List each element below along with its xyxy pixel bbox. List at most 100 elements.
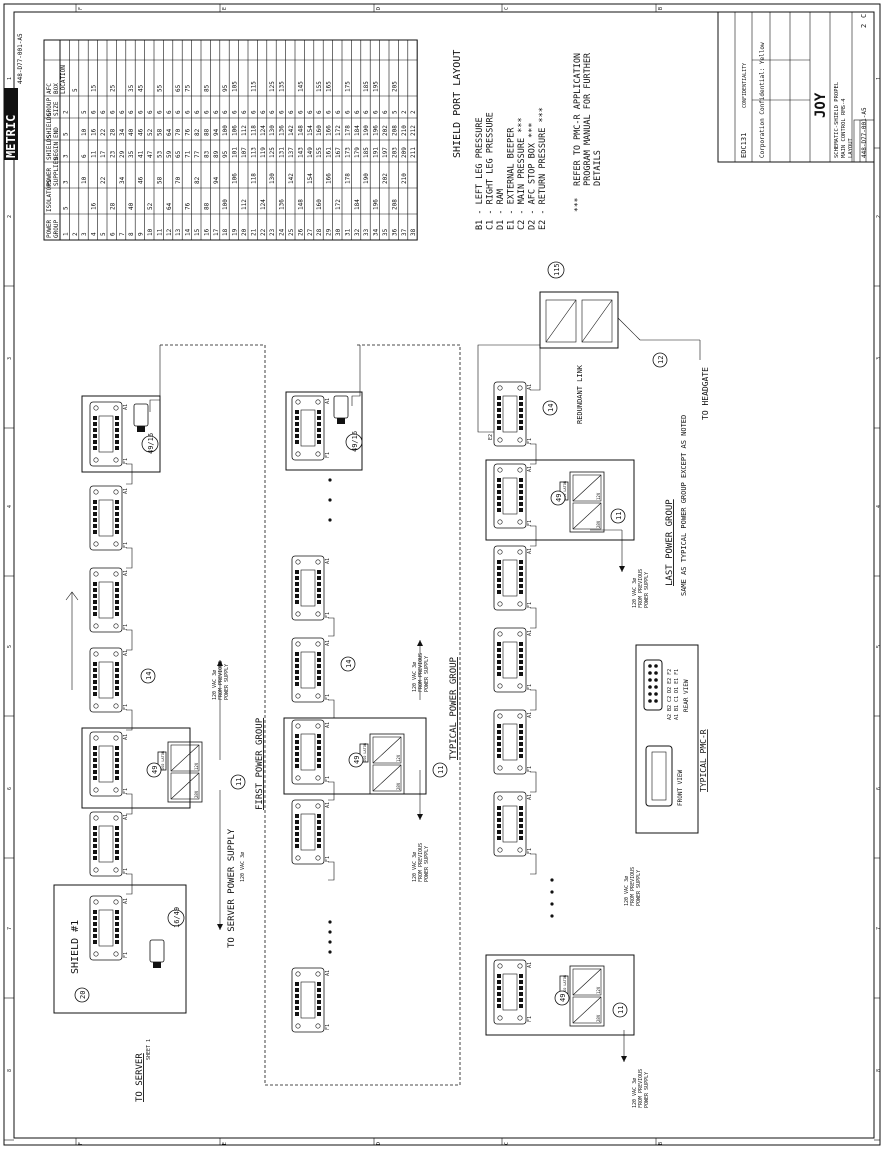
keypad-key <box>115 582 119 586</box>
port-a1-label: A1 <box>527 712 533 718</box>
keypad-key <box>317 826 321 830</box>
footnote-line: REFER TO PMC-R APPLICATION <box>573 53 583 186</box>
psu-diagonal <box>372 736 402 764</box>
mount-hole <box>295 399 301 405</box>
keypad-key <box>519 1004 523 1008</box>
redundant-link-label: REDUNDANT LINK <box>576 364 584 424</box>
rear-pin <box>648 678 652 682</box>
table-cell: 34 <box>373 228 380 236</box>
supply-arrow-head <box>217 660 223 666</box>
keypad-key <box>93 844 97 848</box>
callout-text: 14 <box>345 660 353 668</box>
wire-to-typical <box>149 345 161 412</box>
keypad-key <box>295 434 299 438</box>
keypad-key <box>93 934 97 938</box>
company-logo: JOY <box>813 92 829 118</box>
callout-circle <box>610 508 626 524</box>
unit-display <box>300 813 316 851</box>
table-cell: 166 <box>326 173 333 184</box>
table-cell: 94 <box>213 128 220 136</box>
keypad-key <box>497 836 501 840</box>
table-cell: 155 <box>316 81 323 92</box>
keypad-key <box>519 754 523 758</box>
table-cell: 76 <box>185 202 192 210</box>
table-cell: 23 <box>109 150 116 158</box>
vac-label-first: 120 VAC 3ø <box>212 670 218 700</box>
psu-diagonal <box>572 474 602 502</box>
table-cell: 142 <box>288 173 295 184</box>
sheet-number: 2 <box>860 24 868 28</box>
table-cell: 23 <box>269 228 276 236</box>
mount-hole <box>113 899 119 905</box>
chain-wire <box>530 443 537 465</box>
front-view-label: FRONT VIEW <box>677 769 684 806</box>
keypad-key <box>93 588 97 592</box>
mount-hole <box>497 385 503 391</box>
keypad-key <box>295 410 299 414</box>
keypad-key <box>93 746 97 750</box>
table-cell: 85 <box>203 84 210 92</box>
table-cell: 131 <box>279 147 286 158</box>
keypad-key <box>317 410 321 414</box>
headgate-wire <box>530 348 541 391</box>
vac-label-last: FROM PREVIOUS <box>638 569 644 608</box>
table-cell: 6 <box>373 110 380 114</box>
mount-hole <box>517 795 523 801</box>
keypad-key <box>115 530 119 534</box>
mount-hole <box>93 541 99 547</box>
callout-text: 49 <box>555 494 563 502</box>
rear-pin <box>654 664 658 668</box>
title-block: EDC131 CONFIDENTIALITY Corporation Confi… <box>717 11 875 163</box>
continuation-dot <box>328 518 332 522</box>
table-cell: 154 <box>307 173 314 184</box>
keypad-key <box>115 662 119 666</box>
table-cell: 88 <box>203 202 210 210</box>
keypad-key <box>519 402 523 406</box>
rear-pin <box>648 685 652 689</box>
unit-display <box>98 415 114 453</box>
isolator-plug <box>149 939 165 963</box>
table-cell: 70 <box>175 128 182 136</box>
keypad-key <box>115 910 119 914</box>
table-cell: 38 <box>410 228 417 236</box>
keypad-key <box>295 740 299 744</box>
table-cell: 136 <box>279 199 286 210</box>
vac-label-bottom: FROM PREVIOUS <box>638 1069 644 1108</box>
port-f1-label: F1 <box>325 856 331 862</box>
table-cell: 130 <box>269 125 276 136</box>
mount-hole <box>517 847 523 853</box>
table-cell: 160 <box>316 125 323 136</box>
keypad-key <box>93 582 97 586</box>
table-cell: 197 <box>382 147 389 158</box>
table-cell: 161 <box>326 147 333 158</box>
table-cell: 3 <box>81 232 88 236</box>
keypad-key <box>115 416 119 420</box>
footnote-marker: *** <box>573 197 582 212</box>
keypad-key <box>93 940 97 944</box>
mount-hole <box>517 519 523 525</box>
keypad-key <box>497 736 501 740</box>
keypad-key <box>519 590 523 594</box>
mount-hole <box>113 571 119 577</box>
table-cell: 34 <box>119 176 126 184</box>
table-cell: 13 <box>175 228 182 236</box>
keypad-key <box>497 496 501 500</box>
grid-letter-bottom: B <box>658 1142 664 1145</box>
rear-pin <box>648 664 652 668</box>
keypad-key <box>519 998 523 1002</box>
mount-hole <box>93 951 99 957</box>
table-cell: 205 <box>391 81 398 92</box>
table-cell: 195 <box>373 81 380 92</box>
isolator-block <box>359 743 369 763</box>
keypad-key <box>295 988 299 992</box>
callout-text: 16/49 <box>173 907 181 928</box>
wire-top <box>351 345 361 406</box>
mount-hole <box>113 651 119 657</box>
table-cell: 6 <box>241 110 248 114</box>
keypad-key <box>295 422 299 426</box>
chain-wire <box>328 781 335 801</box>
mount-hole <box>517 601 523 607</box>
